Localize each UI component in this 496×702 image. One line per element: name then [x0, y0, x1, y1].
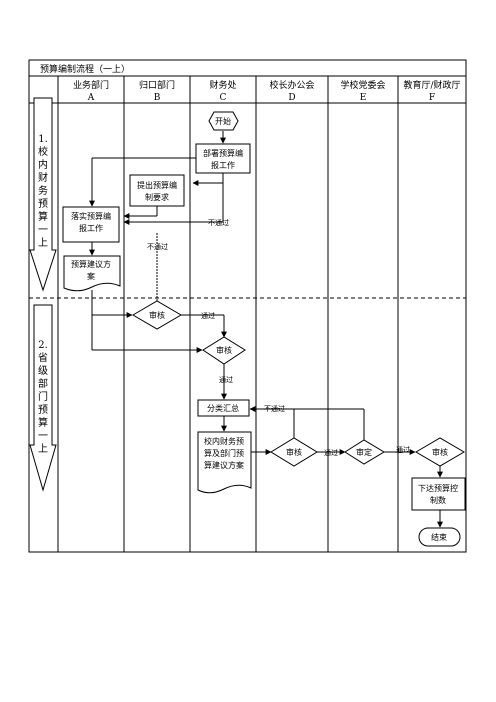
svg-text:分类汇总: 分类汇总	[207, 403, 239, 413]
svg-text:审核: 审核	[432, 447, 448, 457]
chart-title: 预算编制流程（一上）	[40, 63, 130, 75]
node-propose-requirements: 提出预算编 制要求	[129, 174, 185, 207]
node-review-b: 审核	[132, 300, 182, 330]
table-frame	[28, 59, 467, 553]
svg-text:财: 财	[38, 171, 48, 184]
svg-text:级: 级	[38, 365, 48, 377]
svg-text:算: 算	[38, 210, 48, 223]
svg-text:开始: 开始	[215, 116, 231, 126]
svg-text:2.: 2.	[38, 340, 48, 351]
edge-label-reject-3: 不通过	[264, 404, 285, 413]
department-header-c: 财务处 C	[209, 79, 236, 103]
department-header-d: 校长办公会 D	[269, 79, 314, 103]
svg-text:一: 一	[38, 225, 48, 236]
svg-text:算及部门预: 算及部门预	[204, 448, 244, 458]
svg-text:下达预算控: 下达预算控	[418, 483, 458, 493]
svg-text:预: 预	[38, 198, 48, 210]
node-deploy-budget: 部署预算编 报工作	[195, 143, 251, 174]
svg-text:教育厅/财政厅: 教育厅/财政厅	[403, 79, 460, 91]
node-issue-control-figures: 下达预算控 制数	[411, 477, 466, 511]
svg-text:一: 一	[38, 431, 48, 442]
svg-text:E: E	[360, 93, 367, 103]
svg-text:报工作: 报工作	[79, 223, 103, 233]
svg-text:预算建议方: 预算建议方	[71, 259, 111, 269]
svg-text:上: 上	[38, 443, 48, 455]
svg-text:归口部门: 归口部门	[139, 79, 175, 91]
edge-label-pass-1: 通过	[201, 311, 215, 320]
phase-1-arrow: 1. 校 内 财 务 预 算 一 上	[29, 97, 57, 292]
svg-text:务: 务	[38, 184, 48, 197]
svg-text:审核: 审核	[286, 447, 302, 457]
svg-text:落实预算编: 落实预算编	[71, 211, 111, 221]
svg-text:F: F	[429, 93, 435, 103]
svg-text:提出预算编: 提出预算编	[137, 180, 177, 190]
edge-label-reject-1: 不通过	[208, 218, 229, 227]
connectors	[89, 131, 443, 528]
edge-label-pass-4: 通过	[396, 445, 410, 454]
svg-text:业务部门: 业务部门	[73, 79, 109, 91]
svg-text:报工作: 报工作	[211, 160, 235, 170]
node-category-summary: 分类汇总	[197, 399, 250, 417]
department-header-b: 归口部门 B	[139, 79, 175, 103]
svg-text:B: B	[154, 93, 161, 103]
edge-label-pass-2: 通过	[219, 375, 233, 384]
node-end: 结束	[418, 527, 461, 547]
svg-text:D: D	[288, 93, 295, 103]
svg-text:A: A	[87, 93, 95, 103]
svg-text:财务处: 财务处	[209, 79, 236, 91]
svg-text:内: 内	[38, 158, 48, 171]
node-budget-proposal: 预算建议方 案	[63, 255, 121, 292]
edge-labels: 不通过 不通过 通过 通过 不通过 通过 通过	[147, 218, 410, 457]
svg-text:省: 省	[38, 351, 48, 364]
svg-text:上: 上	[38, 237, 48, 249]
svg-text:C: C	[220, 93, 227, 103]
svg-text:算: 算	[38, 416, 48, 429]
svg-text:结束: 结束	[431, 532, 447, 542]
department-header-f: 教育厅/财政厅 F	[403, 79, 460, 103]
edge-label-pass-3: 通过	[324, 448, 338, 457]
phase-2-arrow: 2. 省 级 部 门 预 算 一 上	[29, 304, 57, 492]
svg-text:审核: 审核	[216, 345, 232, 355]
node-review-f: 审核	[415, 437, 465, 467]
node-implement-budget: 落实预算编 报工作	[62, 206, 120, 243]
svg-text:制要求: 制要求	[145, 192, 169, 202]
node-start: 开始	[208, 111, 239, 131]
edge-label-reject-2: 不通过	[147, 242, 168, 251]
svg-text:案: 案	[87, 271, 95, 281]
svg-text:校: 校	[38, 145, 48, 158]
node-review-d: 审核	[270, 437, 318, 467]
svg-text:审核: 审核	[149, 310, 165, 320]
node-school-budget-plan: 校内财务预 算及部门预 算建议方案	[197, 431, 252, 494]
svg-text:部: 部	[38, 377, 48, 390]
svg-text:部署预算编: 部署预算编	[203, 148, 243, 158]
svg-text:校长办公会: 校长办公会	[269, 79, 314, 91]
svg-text:审定: 审定	[356, 447, 372, 457]
node-review-c: 审核	[202, 336, 246, 365]
svg-text:1.: 1.	[38, 134, 48, 145]
department-header-e: 学校党委会 E	[340, 79, 385, 103]
svg-text:制数: 制数	[430, 495, 446, 505]
svg-text:预: 预	[38, 404, 48, 416]
svg-text:校内财务预: 校内财务预	[204, 436, 244, 446]
svg-text:学校党委会: 学校党委会	[340, 79, 385, 91]
department-header-a: 业务部门 A	[73, 79, 109, 103]
svg-text:算建议方案: 算建议方案	[204, 460, 244, 470]
svg-text:门: 门	[38, 390, 48, 403]
node-approve-e: 审定	[344, 439, 385, 465]
